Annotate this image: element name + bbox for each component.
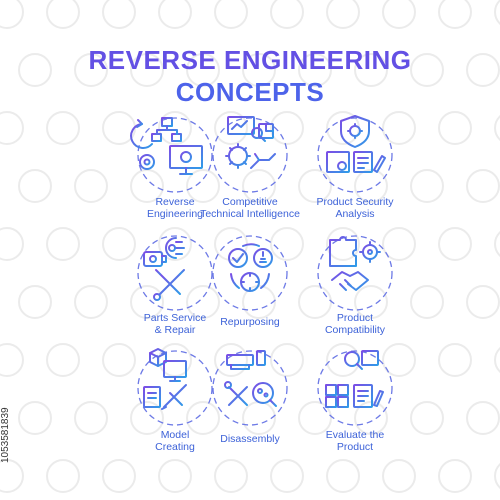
watermark-mark — [18, 285, 52, 319]
watermark-mark — [102, 0, 136, 29]
watermark-mark — [214, 0, 248, 29]
watermark-mark — [438, 111, 472, 145]
security-analysis-icon — [317, 115, 393, 193]
concept-competitive-intelligence: Competitive Technical Intelligence — [175, 100, 325, 250]
page-title: REVERSE ENGINEERING CONCEPTS — [0, 44, 500, 108]
concept-label: Disassembly — [220, 433, 280, 445]
concept-label: Competitive Technical Intelligence — [200, 196, 300, 220]
watermark-mark — [466, 285, 500, 319]
watermark-mark — [270, 0, 304, 29]
watermark-mark — [18, 401, 52, 435]
watermark-mark — [382, 0, 416, 29]
watermark-mark — [494, 227, 500, 261]
concept-label: Parts Service & Repair — [143, 312, 207, 336]
watermark-mark — [438, 343, 472, 377]
model-creating-icon — [137, 348, 213, 426]
watermark-mark — [494, 111, 500, 145]
watermark-mark — [0, 343, 24, 377]
title-line-2: CONCEPTS — [175, 77, 325, 107]
watermark-mark — [438, 459, 472, 493]
watermark-mark — [0, 111, 24, 145]
watermark-mark — [46, 343, 80, 377]
concept-label: Evaluate the Product — [325, 429, 385, 453]
concept-evaluate-product: Evaluate the Product — [290, 333, 440, 483]
watermark-mark — [158, 0, 192, 29]
concept-model-creating: Model Creating — [100, 333, 250, 483]
title-line-1: REVERSE ENGINEERING — [88, 45, 412, 75]
watermark-mark — [494, 0, 500, 29]
concept-label: Repurposing — [220, 316, 280, 328]
compatibility-icon — [317, 235, 393, 311]
watermark-mark — [46, 111, 80, 145]
watermark-mark — [0, 227, 24, 261]
watermark-mark — [438, 227, 472, 261]
watermark-mark — [466, 169, 500, 203]
watermark-mark — [46, 227, 80, 261]
watermark-mark — [438, 0, 472, 29]
watermark-mark — [494, 343, 500, 377]
concept-repurposing: Repurposing — [175, 218, 325, 368]
concept-label: Reverse Engineering — [146, 196, 204, 220]
watermark-mark — [18, 169, 52, 203]
repurposing-icon — [212, 235, 288, 311]
watermark-mark — [0, 0, 24, 29]
parts-repair-icon — [137, 235, 213, 311]
concept-label: Product Security Analysis — [316, 196, 394, 220]
watermark-mark — [466, 401, 500, 435]
competitive-intelligence-icon — [212, 116, 288, 193]
concept-label: Model Creating — [155, 429, 195, 453]
concept-label: Product Compatibility — [324, 312, 386, 336]
evaluate-product-icon — [317, 350, 393, 426]
watermark-mark — [46, 459, 80, 493]
stock-id: 1053581839 — [0, 407, 11, 463]
watermark-mark — [46, 0, 80, 29]
reverse-engineering-icon — [130, 117, 213, 193]
concept-reverse-engineering: Reverse Engineering — [100, 100, 250, 250]
concept-compatibility: Product Compatibility — [290, 218, 440, 368]
concept-security-analysis: Product Security Analysis — [290, 100, 440, 250]
concept-parts-repair: Parts Service & Repair — [100, 218, 250, 368]
disassembly-icon — [212, 350, 288, 426]
watermark-mark — [326, 0, 360, 29]
watermark-mark — [494, 459, 500, 493]
concept-disassembly: Disassembly — [175, 333, 325, 483]
